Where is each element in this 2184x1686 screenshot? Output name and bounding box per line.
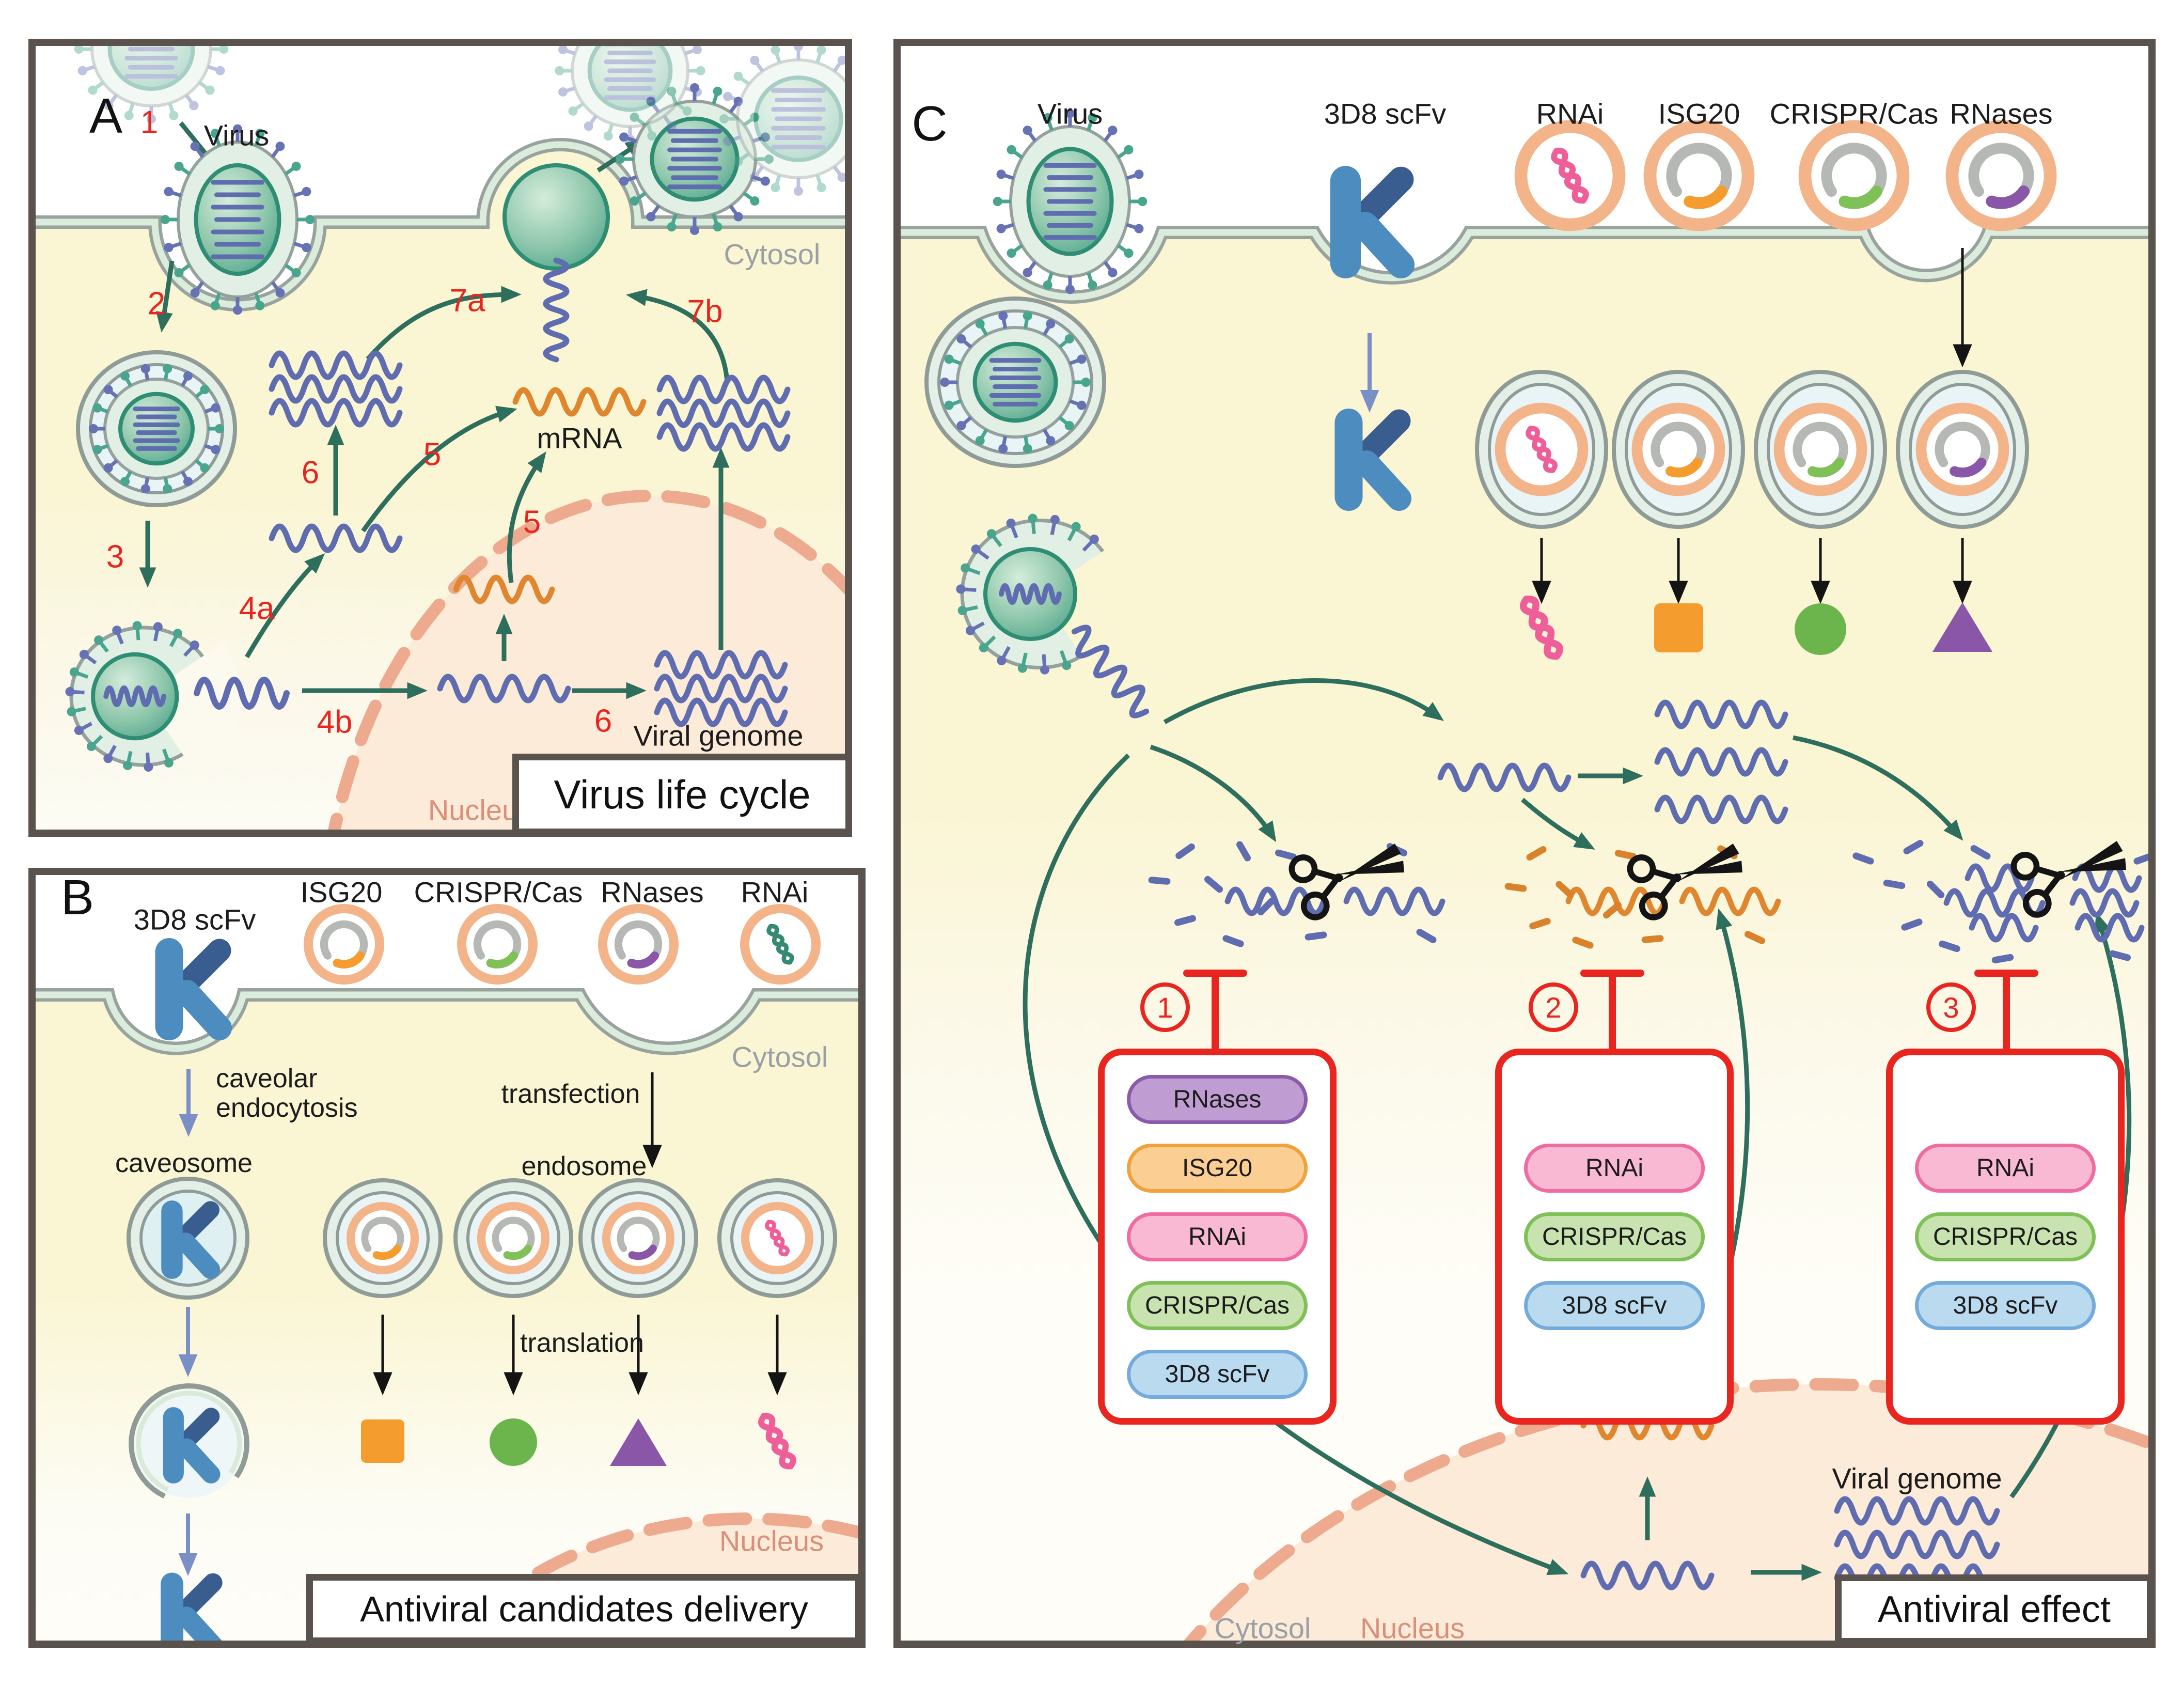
- pill-isg20: ISG20: [1127, 1143, 1308, 1193]
- crispr-label-c: CRISPR/Cas: [1769, 97, 1939, 130]
- nucleus-label-b: Nucleus: [719, 1524, 824, 1557]
- pill-crispr-cas: CRISPR/Cas: [1127, 1281, 1308, 1330]
- rnai-label-c: RNAi: [1536, 97, 1604, 130]
- viral-genome-label-a: Viral genome: [633, 719, 804, 752]
- caveolar-line1: caveolar: [216, 1064, 318, 1094]
- caveosome-label: caveosome: [115, 1148, 253, 1178]
- scissors-icon: [1289, 844, 1404, 920]
- pill-rnai: RNAi: [1127, 1212, 1308, 1261]
- nucleus-label-c: Nucleus: [1360, 1612, 1465, 1645]
- panel-a-title: Virus life cycle: [512, 754, 852, 835]
- pill-rnases: RNases: [1127, 1074, 1308, 1124]
- pill-3d8-scfv: 3D8 scFv: [1915, 1281, 2096, 1330]
- step-1: 1: [140, 104, 159, 140]
- panel-c-art: [901, 108, 2148, 1641]
- panel-a-art: [36, 46, 845, 830]
- step-5b: 5: [523, 504, 541, 540]
- step-7b: 7b: [687, 293, 723, 330]
- virus-label-a: Virus: [203, 119, 270, 152]
- effect-number-1: 1: [1140, 982, 1190, 1032]
- step-6a: 6: [301, 455, 320, 491]
- isg20-label-c: ISG20: [1658, 97, 1740, 130]
- step-3: 3: [106, 539, 124, 575]
- pill-crispr-cas: CRISPR/Cas: [1524, 1212, 1705, 1261]
- cytosol-label-b: Cytosol: [731, 1040, 828, 1073]
- crispr-label-b: CRISPR/Cas: [414, 876, 583, 909]
- step-7a: 7a: [449, 283, 485, 319]
- endosome-label: endosome: [521, 1151, 647, 1181]
- scfv-label-c: 3D8 scFv: [1324, 97, 1447, 130]
- viral-genome-label-c: Viral genome: [1832, 1462, 2002, 1495]
- scissors-icon: [2010, 841, 2126, 918]
- step-6b: 6: [594, 703, 612, 739]
- panel-c-letter: C: [912, 96, 948, 151]
- effect-number-3: 3: [1926, 982, 1976, 1032]
- transfection-label: transfection: [501, 1079, 640, 1109]
- panel-b-title: Antiviral candidates delivery: [306, 1574, 862, 1644]
- panel-a-letter: A: [89, 88, 123, 144]
- pill-3d8-scfv: 3D8 scFv: [1127, 1349, 1308, 1399]
- panel-b-art: [36, 904, 858, 1641]
- virus-label-c: Virus: [1037, 97, 1103, 130]
- isg20-label-b: ISG20: [300, 876, 383, 909]
- panel-b-letter: B: [60, 870, 95, 925]
- pill-rnai: RNAi: [1524, 1143, 1705, 1193]
- pill-rnai: RNAi: [1915, 1143, 2096, 1193]
- mrna-label: mRNA: [537, 422, 622, 455]
- step-2: 2: [147, 286, 166, 322]
- cytosol-label-c: Cytosol: [1214, 1612, 1311, 1645]
- step-5a: 5: [423, 436, 442, 473]
- translation-label: translation: [520, 1328, 644, 1358]
- step-4b: 4b: [317, 704, 353, 740]
- rnases-label-b: RNases: [601, 876, 704, 909]
- cytosol-label-a: Cytosol: [724, 238, 821, 271]
- caveolar-line2: endocytosis: [216, 1093, 358, 1123]
- step-4a: 4a: [239, 590, 275, 627]
- rnases-label-c: RNases: [1950, 97, 2053, 130]
- scfv-label-b: 3D8 scFv: [133, 903, 256, 936]
- panel-c-title: Antiviral effect: [1835, 1574, 2154, 1645]
- rnai-label-b: RNAi: [741, 876, 809, 909]
- pill-crispr-cas: CRISPR/Cas: [1915, 1212, 2096, 1261]
- scissors-icon: [1627, 844, 1742, 920]
- pill-3d8-scfv: 3D8 scFv: [1524, 1281, 1705, 1330]
- effect-number-2: 2: [1529, 982, 1578, 1032]
